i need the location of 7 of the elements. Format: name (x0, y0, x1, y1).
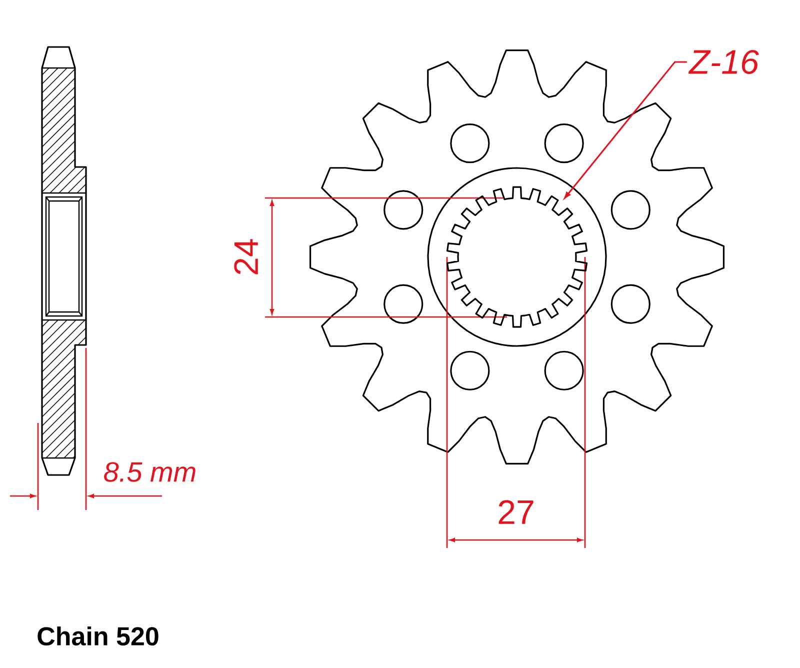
dimension-label: 27 (498, 500, 534, 524)
chain-label: Chain 520 (38, 626, 158, 646)
callout-label: Z-16 (688, 50, 759, 74)
spline-drawing (446, 186, 588, 328)
leader-line (564, 61, 687, 199)
dimension-label: 8.5 mm (104, 462, 196, 482)
dimension-label: 24 (234, 239, 258, 274)
